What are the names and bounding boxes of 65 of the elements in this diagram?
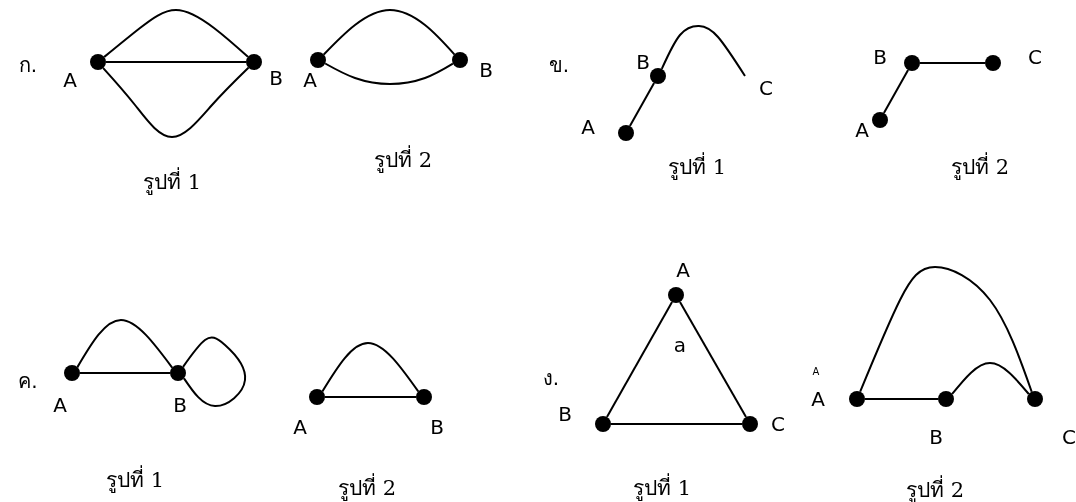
graph-edge	[103, 9, 249, 58]
vertex-dot	[650, 68, 666, 84]
vertex-dot	[416, 389, 432, 405]
vertex-label: B	[873, 47, 887, 67]
graph-edge	[951, 362, 1030, 395]
vertex-dot	[170, 365, 186, 381]
vertex-dot	[64, 365, 80, 381]
vertex-dot	[309, 389, 325, 405]
item-marker: ข.	[548, 55, 570, 75]
vertex-label: C	[771, 414, 785, 434]
vertex-dot	[985, 55, 1001, 71]
vertex-dot	[1027, 391, 1043, 407]
vertex-label: A	[293, 417, 307, 437]
vertex-dot	[742, 416, 758, 432]
vertex-label: B	[929, 427, 943, 447]
item-marker: ค.	[18, 371, 38, 391]
vertex-dot	[872, 112, 888, 128]
item-marker: a	[673, 335, 687, 355]
vertex-dot	[452, 52, 468, 68]
graph-edge	[859, 266, 1033, 393]
graph-edge	[864, 398, 939, 400]
vertex-label: A	[811, 389, 825, 409]
graph-edge	[679, 300, 747, 419]
graph-edge	[76, 319, 174, 369]
graph-edge	[105, 61, 247, 63]
vertex-dot	[310, 52, 326, 68]
vertex-dot	[938, 391, 954, 407]
vertex-label: A	[676, 260, 690, 280]
graph-edge	[102, 66, 250, 138]
vertex-dot	[618, 125, 634, 141]
graph-edge	[660, 25, 746, 77]
graph-edge	[321, 342, 420, 393]
item-marker: ง.	[542, 368, 560, 388]
vertex-label: B	[173, 395, 187, 415]
item-marker: ก.	[18, 55, 38, 75]
graph-edge	[628, 82, 656, 127]
vertex-label: A	[63, 70, 77, 90]
graph-edge	[605, 300, 674, 419]
graph-edge	[324, 62, 454, 85]
loop-edge	[182, 336, 247, 407]
vertex-label: B	[479, 60, 493, 80]
small-letter: A	[812, 367, 820, 377]
vertex-label: B	[269, 68, 283, 88]
vertex-label: A	[581, 117, 595, 137]
vertex-label: B	[430, 417, 444, 437]
vertex-label: C	[1062, 427, 1076, 447]
vertex-dot	[90, 54, 106, 70]
graph-edge	[324, 396, 417, 398]
vertex-dot	[904, 55, 920, 71]
vertex-label: A	[303, 70, 317, 90]
vertex-dot	[246, 54, 262, 70]
graph-edge	[919, 62, 986, 64]
vertex-label: A	[53, 395, 67, 415]
vertex-label: C	[759, 78, 773, 98]
graph-edge	[322, 9, 456, 56]
vertex-dot	[849, 391, 865, 407]
vertex-label: B	[558, 404, 572, 424]
vertex-dot	[668, 287, 684, 303]
vertex-dot	[595, 416, 611, 432]
vertex-label: C	[1028, 47, 1042, 67]
vertex-label: B	[636, 52, 650, 72]
vertex-label: A	[855, 120, 869, 140]
graph-edge	[610, 423, 743, 425]
graph-edge	[882, 69, 910, 114]
graph-edge	[79, 372, 171, 374]
